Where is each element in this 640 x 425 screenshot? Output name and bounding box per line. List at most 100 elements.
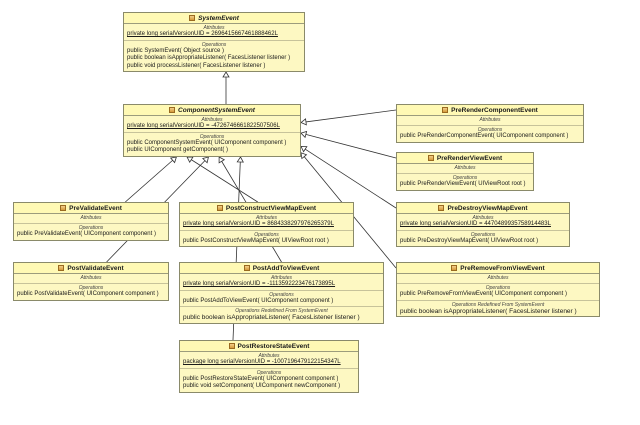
class-icon xyxy=(216,205,223,211)
operation-row: public PreRenderComponentEvent( UICompon… xyxy=(400,133,569,139)
class-icon xyxy=(189,15,196,21)
class-icon xyxy=(228,343,235,349)
generalization-line-prerendercomponentevent xyxy=(300,109,397,123)
generalization-arrowhead-postaddtoviewevent xyxy=(218,156,226,164)
operations-label: Operations xyxy=(470,231,496,238)
class-name: PostRestoreStateEvent xyxy=(237,342,310,350)
class-name: PostAddToViewEvent xyxy=(252,264,320,272)
class-icon xyxy=(451,265,458,271)
generalization-arrowhead-prerenderviewevent xyxy=(300,130,308,139)
operation-row: public boolean isAppropriateListener( Fa… xyxy=(127,55,291,61)
redefined-operations-label: Operations Redefined From SystemEvent xyxy=(451,301,545,308)
operation-row: public PreDestroyViewMapEvent( UIViewRoo… xyxy=(400,237,539,244)
operations-label: Operations xyxy=(256,369,282,376)
redefined-operations-label: Operations Redefined From SystemEvent xyxy=(235,308,328,314)
generalization-line-prevalidateevent xyxy=(125,156,177,203)
class-header: PreDestroyViewMapEvent xyxy=(397,203,569,214)
operation-row: public UIComponent getComponent( ) xyxy=(127,147,229,153)
operation-row: public void setComponent( UIComponent ne… xyxy=(183,383,341,389)
operations-label: Operations xyxy=(452,175,478,181)
redefined-operation-row: public boolean isAppropriateListener( Fa… xyxy=(400,307,577,315)
operation-row: public void processListener( FacesListen… xyxy=(127,62,266,69)
operations-label: Operations xyxy=(78,225,104,231)
operation-row: public PreRemoveFromViewEvent( UICompone… xyxy=(400,291,567,297)
class-header: PreRenderComponentEvent xyxy=(397,105,583,116)
attributes-label: Attributes xyxy=(454,165,476,171)
generalization-arrowhead-prerendercomponentevent xyxy=(300,118,307,126)
operations-label: Operations xyxy=(78,285,104,291)
operation-row: public PostRestoreStateEvent( UIComponen… xyxy=(183,375,339,382)
class-name: PreRenderViewEvent xyxy=(436,154,503,162)
class-name: PreRemoveFromViewEvent xyxy=(460,264,545,272)
redefined-operation-row: public boolean isAppropriateListener( Fa… xyxy=(183,314,360,321)
attribute-row: private long serialVersionUID = 86843382… xyxy=(183,221,334,227)
attributes-section: Attributes xyxy=(397,117,583,126)
generalization-arrowhead-prevalidateevent xyxy=(169,156,177,164)
attributes-label: Attributes xyxy=(487,275,509,281)
class-name: PostConstructViewMapEvent xyxy=(225,204,317,212)
attributes-label: Attributes xyxy=(255,215,278,221)
operation-row: public PreValidateEvent( UIComponent com… xyxy=(17,231,156,237)
generalization-arrowhead-postvalidateevent xyxy=(202,156,209,164)
class-icon xyxy=(442,107,449,113)
generalization-arrowhead-predestroyviewmapevent xyxy=(300,145,308,153)
class-name: PreValidateEvent xyxy=(69,204,122,212)
operation-row: public PostConstructViewMapEvent( UIView… xyxy=(183,237,329,244)
attribute-row: private long serialVersionUID = -1113592… xyxy=(183,281,336,287)
attributes-label: Attributes xyxy=(201,117,223,123)
attributes-section: Attributes xyxy=(14,215,168,224)
class-header: ComponentSystemEvent xyxy=(124,105,300,116)
generalization-arrowhead-postconstructviewmapevent xyxy=(186,156,194,164)
operation-row: public SystemEvent( Object source ) xyxy=(127,47,225,54)
class-icon xyxy=(169,107,176,113)
operations-label: Operations xyxy=(199,133,225,140)
class-header: SystemEvent xyxy=(124,13,304,24)
operation-row: public ComponentSystemEvent( UIComponent… xyxy=(127,139,287,146)
operation-row: public PostValidateEvent( UIComponent co… xyxy=(17,291,159,297)
operations-label: Operations xyxy=(485,285,511,291)
class-icon xyxy=(243,265,250,271)
attributes-label: Attributes xyxy=(203,25,225,31)
class-icon xyxy=(427,155,434,161)
operations-label: Operations xyxy=(201,41,227,48)
generalization-line-predestroyviewmapevent xyxy=(300,146,397,209)
attributes-label: Attributes xyxy=(472,215,494,221)
attributes-section: Attributes xyxy=(397,275,599,284)
operation-row: public PostAddToViewEvent( UIComponent c… xyxy=(183,297,334,304)
generalization-arrowhead-componentsystemevent xyxy=(222,71,230,78)
operations-label: Operations xyxy=(269,291,294,298)
class-name: PreRenderComponentEvent xyxy=(451,106,538,114)
operations-label: Operations xyxy=(254,231,279,238)
class-name: PostValidateEvent xyxy=(67,264,124,272)
attributes-section: Attributes xyxy=(397,165,533,174)
attribute-row: private long serialVersionUID = -4726746… xyxy=(127,123,280,129)
class-header: PreValidateEvent xyxy=(14,203,168,214)
generalization-line-postconstructviewmapevent xyxy=(186,156,258,203)
class-icon xyxy=(60,205,67,211)
class-icon xyxy=(438,205,445,211)
